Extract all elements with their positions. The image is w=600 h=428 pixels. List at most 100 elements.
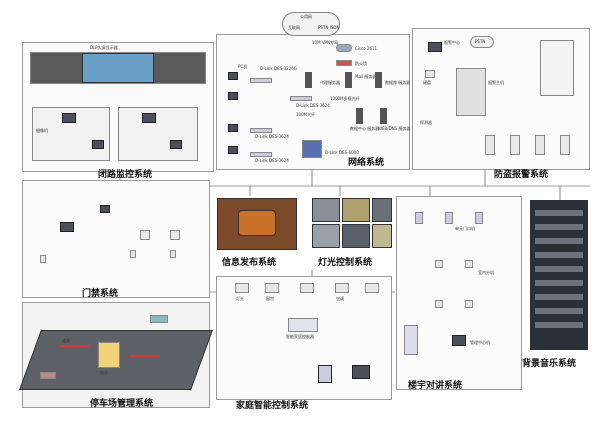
alarm-host-box bbox=[456, 68, 486, 116]
home-title: 家庭智能控制系统 bbox=[236, 401, 309, 411]
switch-2 bbox=[290, 96, 312, 101]
parking-car-2 bbox=[40, 372, 56, 379]
proxy-server bbox=[305, 72, 312, 88]
music-rack-panel-8 bbox=[535, 308, 583, 314]
intercom-unit-label: 单元门口机 bbox=[455, 226, 475, 231]
switch-2-label: D-Link DES-3624 bbox=[296, 103, 330, 108]
parking-title: 停车场管理系统 bbox=[90, 399, 154, 409]
intercom-center bbox=[452, 335, 466, 346]
intercom-indoor-1 bbox=[435, 260, 443, 268]
network-pc-2 bbox=[228, 92, 238, 100]
home-curtain-label: 窗帘 bbox=[266, 296, 274, 301]
data-server bbox=[356, 108, 363, 124]
public-net-label: 公用网 bbox=[300, 14, 312, 19]
db-label: 数据库 服务器 bbox=[385, 80, 411, 85]
alarm-title: 防盗报警系统 bbox=[494, 170, 549, 180]
parking-gate-1 bbox=[60, 345, 90, 347]
switch-3-label: D-Link DES-3624 bbox=[255, 134, 289, 139]
home-controller bbox=[288, 318, 318, 332]
intercom-indoor-3 bbox=[435, 300, 443, 308]
alarm-center-label: 报警中心 bbox=[444, 40, 460, 45]
mail-label: Mail 服务器 bbox=[355, 74, 377, 79]
access-pc-2 bbox=[100, 205, 110, 213]
alarm-panel-right bbox=[540, 40, 574, 96]
parking-booth bbox=[98, 342, 120, 368]
access-title: 门禁系统 bbox=[82, 289, 119, 299]
web-server bbox=[380, 108, 387, 124]
alarm-detector-label: 探测器 bbox=[420, 120, 432, 125]
switch-1-label: D-Link DES-3226G bbox=[260, 66, 297, 71]
parking-car-1 bbox=[150, 315, 168, 323]
alarm-detector-3 bbox=[535, 135, 545, 155]
core-switch-label: D-Link DES-6000 bbox=[325, 150, 359, 155]
home-controller-label: 智能家居控制器 bbox=[286, 334, 314, 339]
mail-server bbox=[345, 72, 352, 88]
home-ac-label: 空调 bbox=[336, 296, 344, 301]
cisco-label: Cisco 2611 bbox=[355, 46, 378, 51]
alarm-center-pc bbox=[428, 42, 442, 52]
lighting-photo-3 bbox=[372, 198, 392, 222]
alarm-detector-4 bbox=[560, 135, 570, 155]
music-rack-panel-5 bbox=[535, 266, 583, 272]
music-rack-panel-6 bbox=[535, 280, 583, 286]
cctv-monitor-2 bbox=[142, 113, 156, 123]
fiber-label-1: 100M光纤 bbox=[296, 112, 316, 117]
access-reader-2 bbox=[130, 250, 136, 258]
fiber-label-2: 1000M多模光纤 bbox=[330, 96, 360, 101]
video-wall-center-screen bbox=[82, 53, 154, 83]
access-panel bbox=[22, 180, 210, 298]
cctv-sub-box-right bbox=[118, 107, 198, 161]
intercom-indoor-4 bbox=[465, 300, 473, 308]
home-device-3 bbox=[300, 283, 314, 293]
home-device-1 bbox=[235, 283, 249, 293]
music-title: 背景音乐系统 bbox=[522, 359, 577, 369]
intercom-indoor-label: 室内分机 bbox=[478, 270, 494, 275]
network-pc-label: PC机 bbox=[238, 64, 248, 69]
music-rack-panel-1 bbox=[535, 210, 583, 216]
switch-4-label: D-Link DES-3624 bbox=[255, 158, 289, 163]
firewall-label: 防火墙 bbox=[355, 61, 367, 66]
router-cisco bbox=[336, 44, 352, 52]
alarm-detector-2 bbox=[510, 135, 520, 155]
intercom-door-unit-3 bbox=[475, 212, 483, 224]
cctv-monitor-4 bbox=[170, 140, 182, 149]
access-controller-2 bbox=[170, 230, 180, 240]
firewall bbox=[336, 60, 352, 66]
info-title: 信息发布系统 bbox=[222, 258, 277, 268]
music-rack-panel-9 bbox=[535, 322, 583, 328]
web-label: WEB/DNS 服务器 bbox=[378, 126, 411, 131]
network-pc-3 bbox=[228, 124, 238, 132]
network-title: 网络系统 bbox=[348, 158, 385, 168]
access-controller-1 bbox=[140, 230, 150, 240]
cctv-title: 闭路监控系统 bbox=[98, 170, 153, 180]
access-reader-3 bbox=[170, 250, 176, 258]
intercom-title: 楼宇对讲系统 bbox=[408, 381, 463, 391]
switch-1 bbox=[250, 78, 272, 83]
network-pc-4 bbox=[228, 146, 238, 154]
music-rack-panel-3 bbox=[535, 238, 583, 244]
cctv-camera-label: 摄像机 bbox=[36, 128, 48, 133]
proxy-label: 代理服务器 bbox=[320, 80, 340, 85]
home-device-4 bbox=[335, 283, 349, 293]
vpn-label: 10M VPN专网 bbox=[312, 40, 338, 45]
switch-4 bbox=[250, 152, 272, 157]
alarm-detector-1 bbox=[485, 135, 495, 155]
video-wall-label: DLP大屏显示器 bbox=[90, 45, 118, 50]
core-switch bbox=[302, 140, 322, 158]
switch-3 bbox=[250, 128, 272, 133]
access-pc-1 bbox=[60, 222, 74, 232]
intercom-center-label: 管理中心机 bbox=[470, 340, 490, 345]
lighting-title: 灯光控制系统 bbox=[318, 258, 373, 268]
lighting-photo-5 bbox=[342, 224, 370, 248]
alarm-keypad bbox=[425, 70, 435, 78]
parking-gate-2 bbox=[130, 355, 160, 357]
network-pc-1 bbox=[228, 72, 238, 80]
music-rack-panel-2 bbox=[535, 224, 583, 230]
db-server bbox=[375, 72, 382, 88]
parking-booth-label: 岗亭 bbox=[100, 370, 108, 375]
cctv-monitor-3 bbox=[92, 140, 104, 149]
lighting-photo-2 bbox=[342, 198, 370, 222]
data-label: 数据中心 服务器 bbox=[350, 126, 380, 131]
info-display-logo bbox=[238, 210, 276, 236]
